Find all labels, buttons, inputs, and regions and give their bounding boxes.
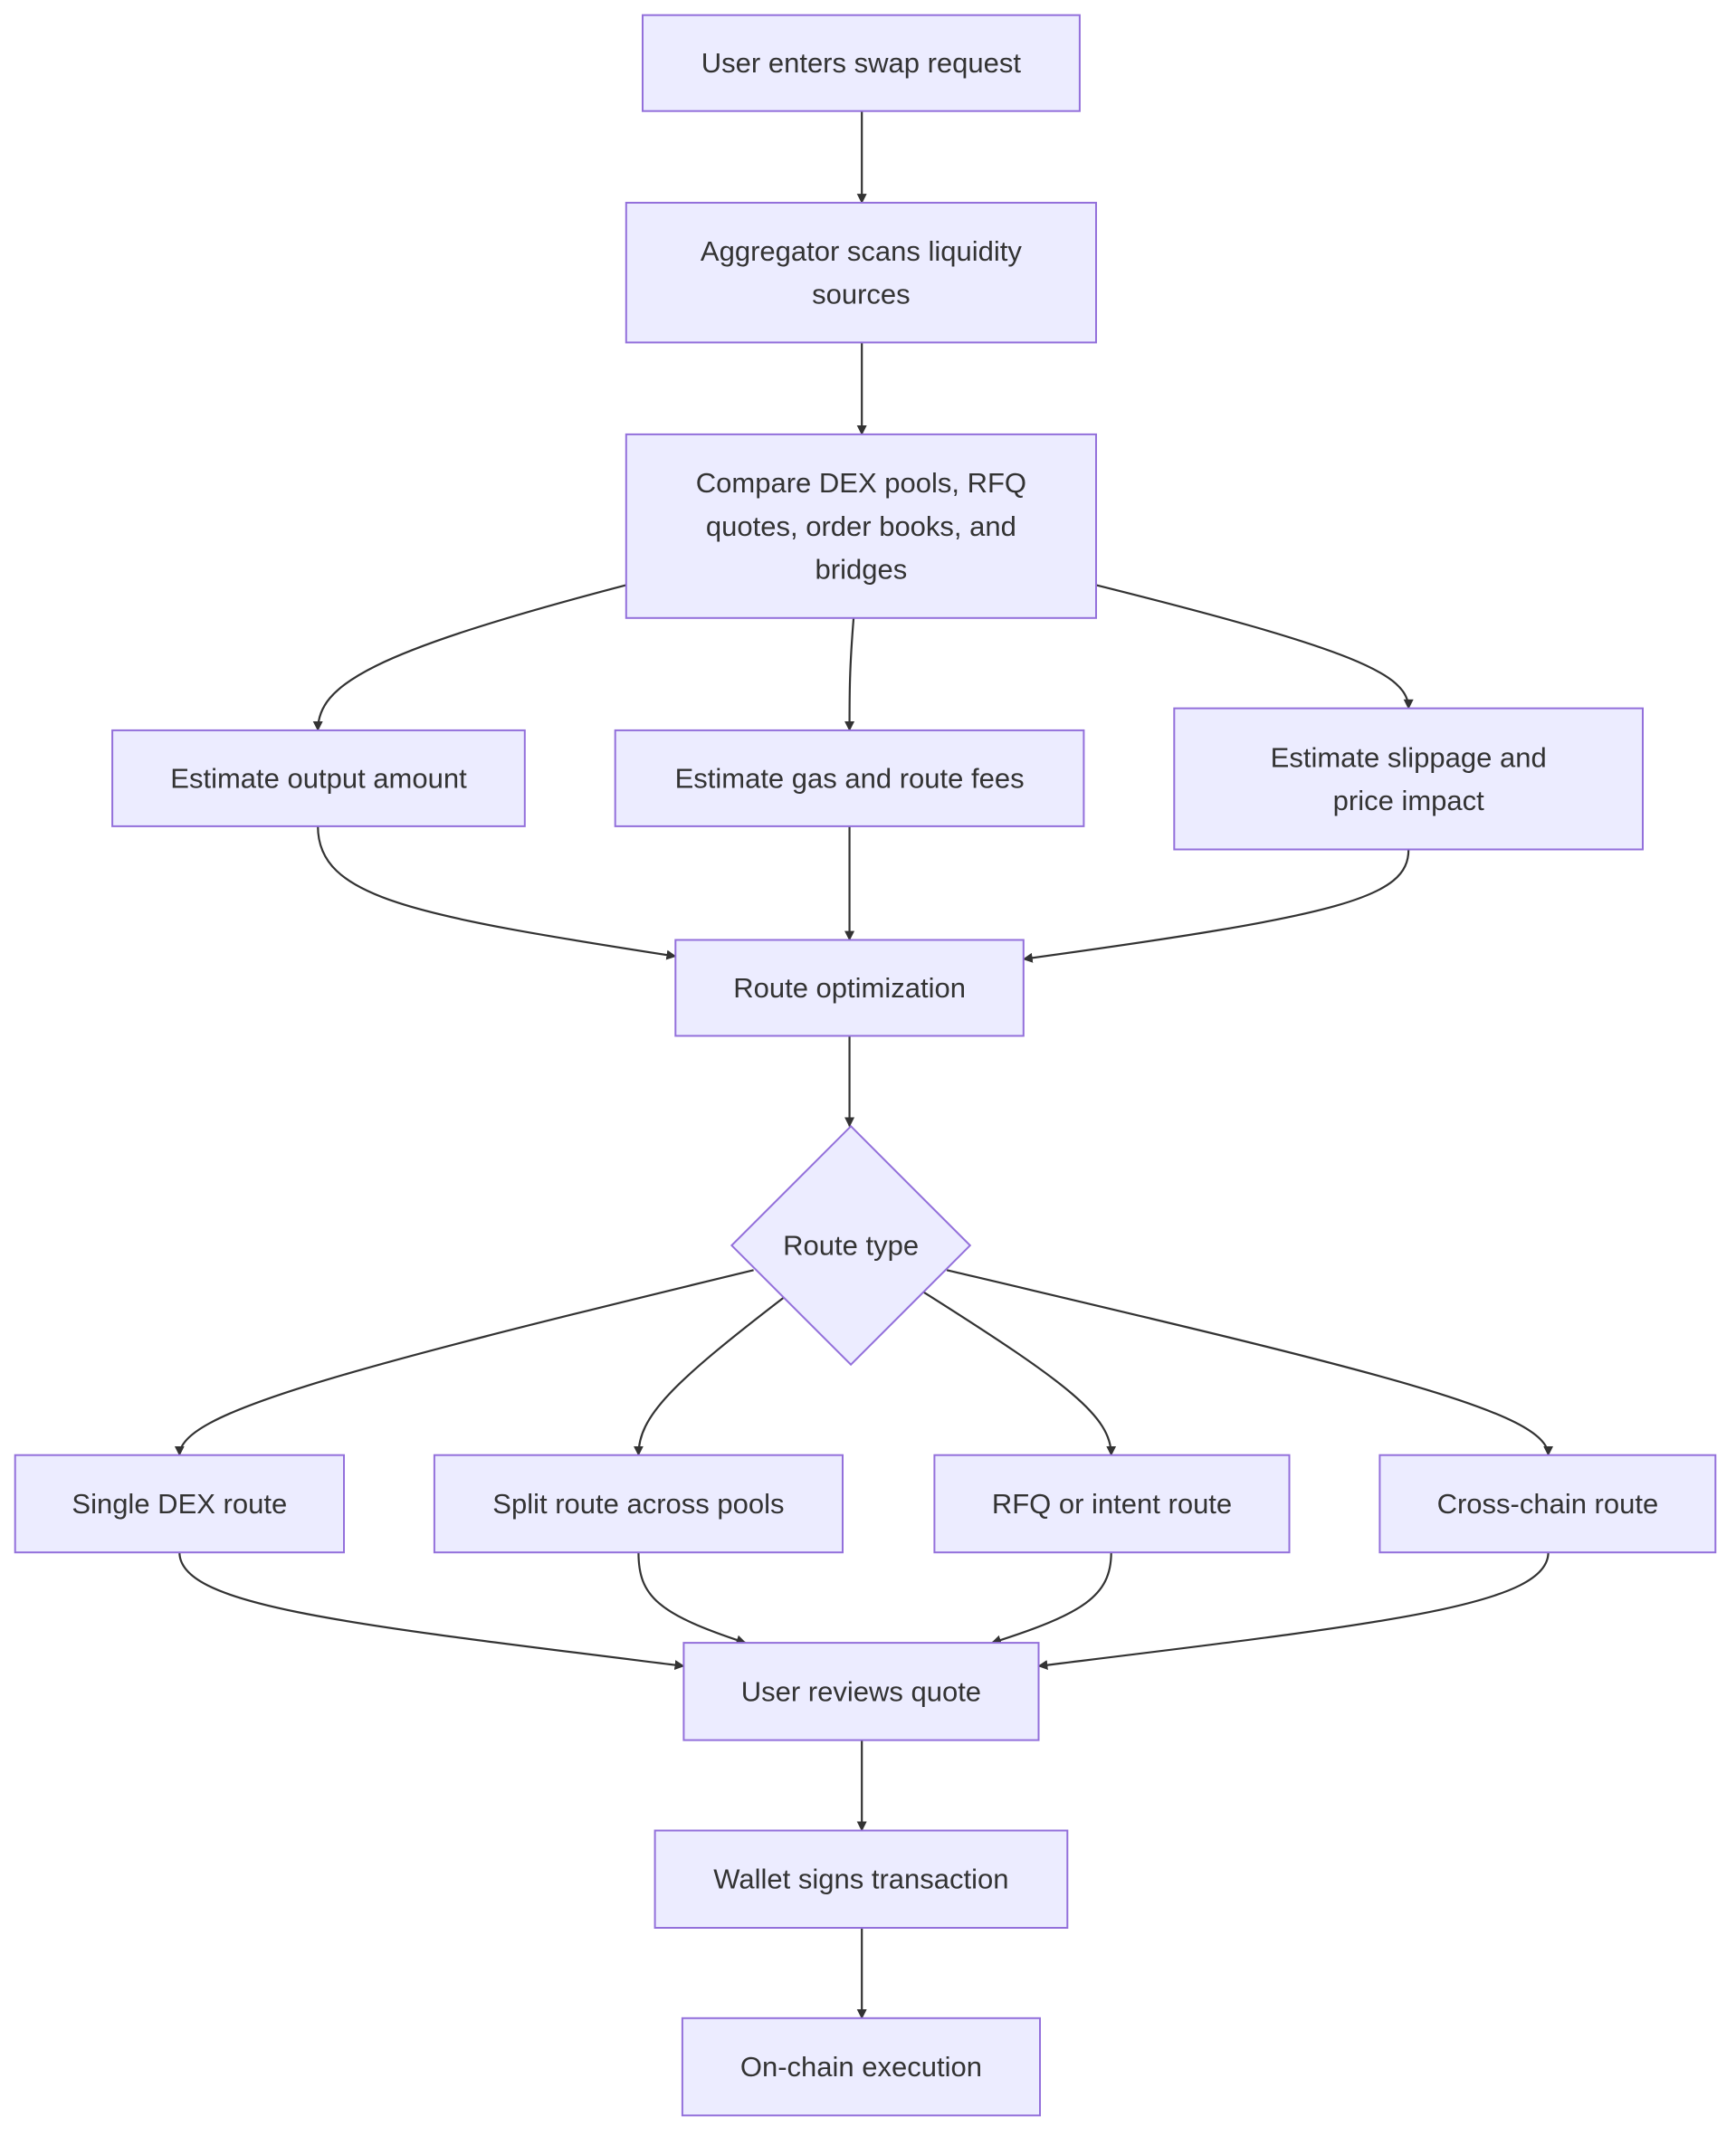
node-label-user-reviews: User reviews quote (741, 1675, 981, 1707)
node-label-aggregator-scans: sources (812, 279, 911, 310)
node-label-wallet-signs: Wallet signs transaction (713, 1864, 1008, 1895)
node-box-route-optimization (674, 939, 1025, 1037)
node-label-estimate-slippage: Estimate slippage and (1271, 741, 1547, 773)
node-label-compare-sources: Compare DEX pools, RFQ (696, 467, 1026, 499)
node-label-split-route: Split route across pools (492, 1488, 784, 1520)
node-label-compare-sources: bridges (816, 554, 908, 586)
node-rfq-intent: RFQ or intent route (933, 1454, 1291, 1554)
node-estimate-output: Estimate output amount (111, 729, 526, 827)
edge-route-type-to-cross-chain (947, 1270, 1554, 1456)
node-compare-sources: Compare DEX pools, RFQ quotes, order book… (625, 433, 1097, 619)
node-label-estimate-slippage: price impact (1333, 785, 1484, 816)
node-label-cross-chain: Cross-chain route (1437, 1488, 1659, 1520)
edge-cross-chain-to-user-reviews (1037, 1552, 1548, 1671)
node-label-compare-sources: quotes, order books, and (706, 510, 1016, 542)
edge-route-type-to-single-dex (174, 1270, 753, 1456)
node-user-reviews: User reviews quote (682, 1642, 1040, 1741)
node-box-aggregator-scans (625, 202, 1097, 344)
edge-estimate-slippage-to-route-optimization (1022, 850, 1408, 963)
node-user-enters: User enters swap request (642, 14, 1081, 112)
node-wallet-signs: Wallet signs transaction (653, 1829, 1069, 1929)
node-box-rfq-intent (933, 1454, 1291, 1554)
node-box-onchain-exec (681, 2017, 1042, 2117)
node-aggregator-scans: Aggregator scans liquidity sources (625, 202, 1097, 344)
node-label-route-optimization: Route optimization (733, 972, 966, 1004)
edge-compare-sources-to-estimate-output (312, 585, 626, 731)
node-box-estimate-gas (614, 729, 1085, 827)
node-label-estimate-output: Estimate output amount (170, 762, 467, 794)
edge-route-type-to-rfq-intent (923, 1292, 1117, 1456)
node-label-estimate-gas: Estimate gas and route fees (675, 762, 1025, 794)
node-split-route: Split route across pools (433, 1454, 844, 1554)
edge-compare-sources-to-estimate-slippage (1096, 585, 1414, 710)
node-cross-chain: Cross-chain route (1378, 1454, 1717, 1554)
edge-estimate-output-to-route-optimization (318, 826, 677, 960)
node-box-user-reviews (682, 1642, 1040, 1741)
node-box-split-route (433, 1454, 844, 1554)
node-label-aggregator-scans: Aggregator scans liquidity (701, 235, 1022, 267)
node-route-type: Route type (730, 1124, 972, 1367)
node-label-user-enters: User enters swap request (701, 47, 1022, 79)
node-box-estimate-output (111, 729, 526, 827)
node-label-route-type: Route type (783, 1230, 919, 1262)
node-estimate-gas: Estimate gas and route fees (614, 729, 1085, 827)
node-box-cross-chain (1378, 1454, 1717, 1554)
node-box-wallet-signs (653, 1829, 1069, 1929)
edge-compare-sources-to-estimate-gas (844, 618, 854, 731)
edge-single-dex-to-user-reviews (179, 1552, 685, 1671)
node-label-onchain-exec: On-chain execution (740, 2051, 982, 2083)
node-box-estimate-slippage (1173, 707, 1645, 851)
edge-split-route-to-user-reviews (638, 1552, 747, 1645)
node-onchain-exec: On-chain execution (681, 2017, 1042, 2117)
edge-rfq-intent-to-user-reviews (990, 1552, 1111, 1645)
edges (174, 111, 1554, 2019)
node-route-optimization: Route optimization (674, 939, 1025, 1037)
node-box-user-enters (642, 14, 1081, 112)
node-label-rfq-intent: RFQ or intent route (992, 1488, 1232, 1520)
edge-route-type-to-split-route (633, 1298, 783, 1456)
node-label-single-dex: Single DEX route (72, 1488, 287, 1520)
node-estimate-slippage: Estimate slippage and price impact (1173, 707, 1645, 851)
node-box-single-dex (14, 1454, 345, 1554)
decision-diamond-route-type (730, 1124, 972, 1367)
node-box-compare-sources (625, 433, 1097, 619)
node-single-dex: Single DEX route (14, 1454, 345, 1554)
